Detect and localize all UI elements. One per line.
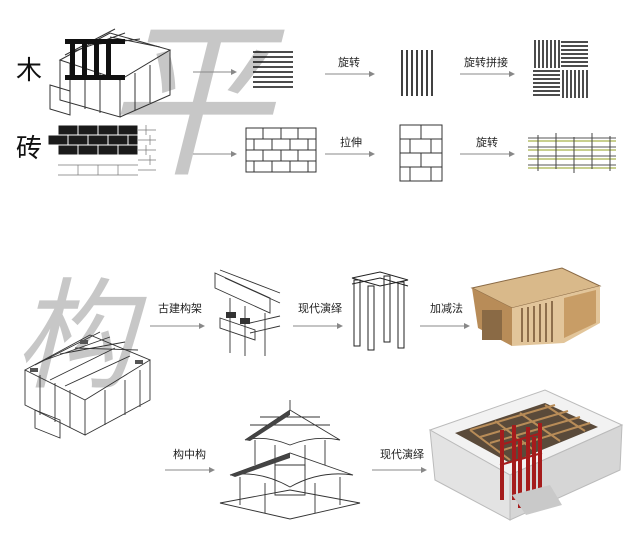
- label-brick: 砖: [16, 134, 43, 164]
- basket-weave-pattern: [533, 40, 588, 98]
- step-brick-stretch: 拉伸: [340, 136, 362, 149]
- arrow-inner-frame-1: [165, 467, 215, 473]
- step-wood-rotate-join: 旋转拼接: [464, 56, 508, 69]
- arrow-frame-1: [150, 323, 205, 329]
- step-modern-interpretation: 现代演绎: [298, 302, 342, 315]
- ancient-timber-frame-illustration: [24, 331, 151, 439]
- arrow-inner-frame-2: [372, 467, 427, 473]
- arrow-brick-2: [325, 151, 375, 157]
- watermark-ping: 平: [100, 4, 271, 202]
- label-wood: 木: [16, 56, 43, 86]
- step-brick-rotate: 旋转: [476, 136, 498, 149]
- step-ancient-frame: 古建构架: [158, 302, 202, 315]
- stretched-brick-pattern: [399, 124, 443, 182]
- arrow-wood-3: [460, 71, 515, 77]
- wood-structure-illustration: [49, 28, 172, 118]
- bracket-detail-illustration: [214, 269, 281, 356]
- watermark-gou: 构: [14, 268, 134, 407]
- wooden-pavilion-render: [470, 267, 602, 346]
- arrow-brick-3: [460, 151, 515, 157]
- traditional-pavilion-illustration: [219, 400, 361, 520]
- horizontal-lines-pattern: [253, 51, 293, 88]
- step-wood-rotate: 旋转: [338, 56, 360, 69]
- brick-outline-pattern: [245, 127, 317, 173]
- step-modern-interpretation-2: 现代演绎: [380, 448, 424, 461]
- brick-wall-illustration: [47, 124, 156, 176]
- arrow-brick-1: [193, 151, 237, 157]
- step-frame-within-frame: 构中构: [173, 448, 206, 461]
- modern-columns-illustration: [351, 271, 409, 351]
- arrow-frame-3: [420, 323, 470, 329]
- vertical-lines-pattern: [401, 50, 433, 96]
- modern-interior-render: [428, 389, 624, 521]
- arrow-wood-2: [325, 71, 375, 77]
- arrow-wood-1: [193, 69, 237, 75]
- rotated-bar-pattern: [528, 133, 616, 173]
- arrow-frame-2: [293, 323, 343, 329]
- step-add-subtract: 加减法: [430, 302, 463, 315]
